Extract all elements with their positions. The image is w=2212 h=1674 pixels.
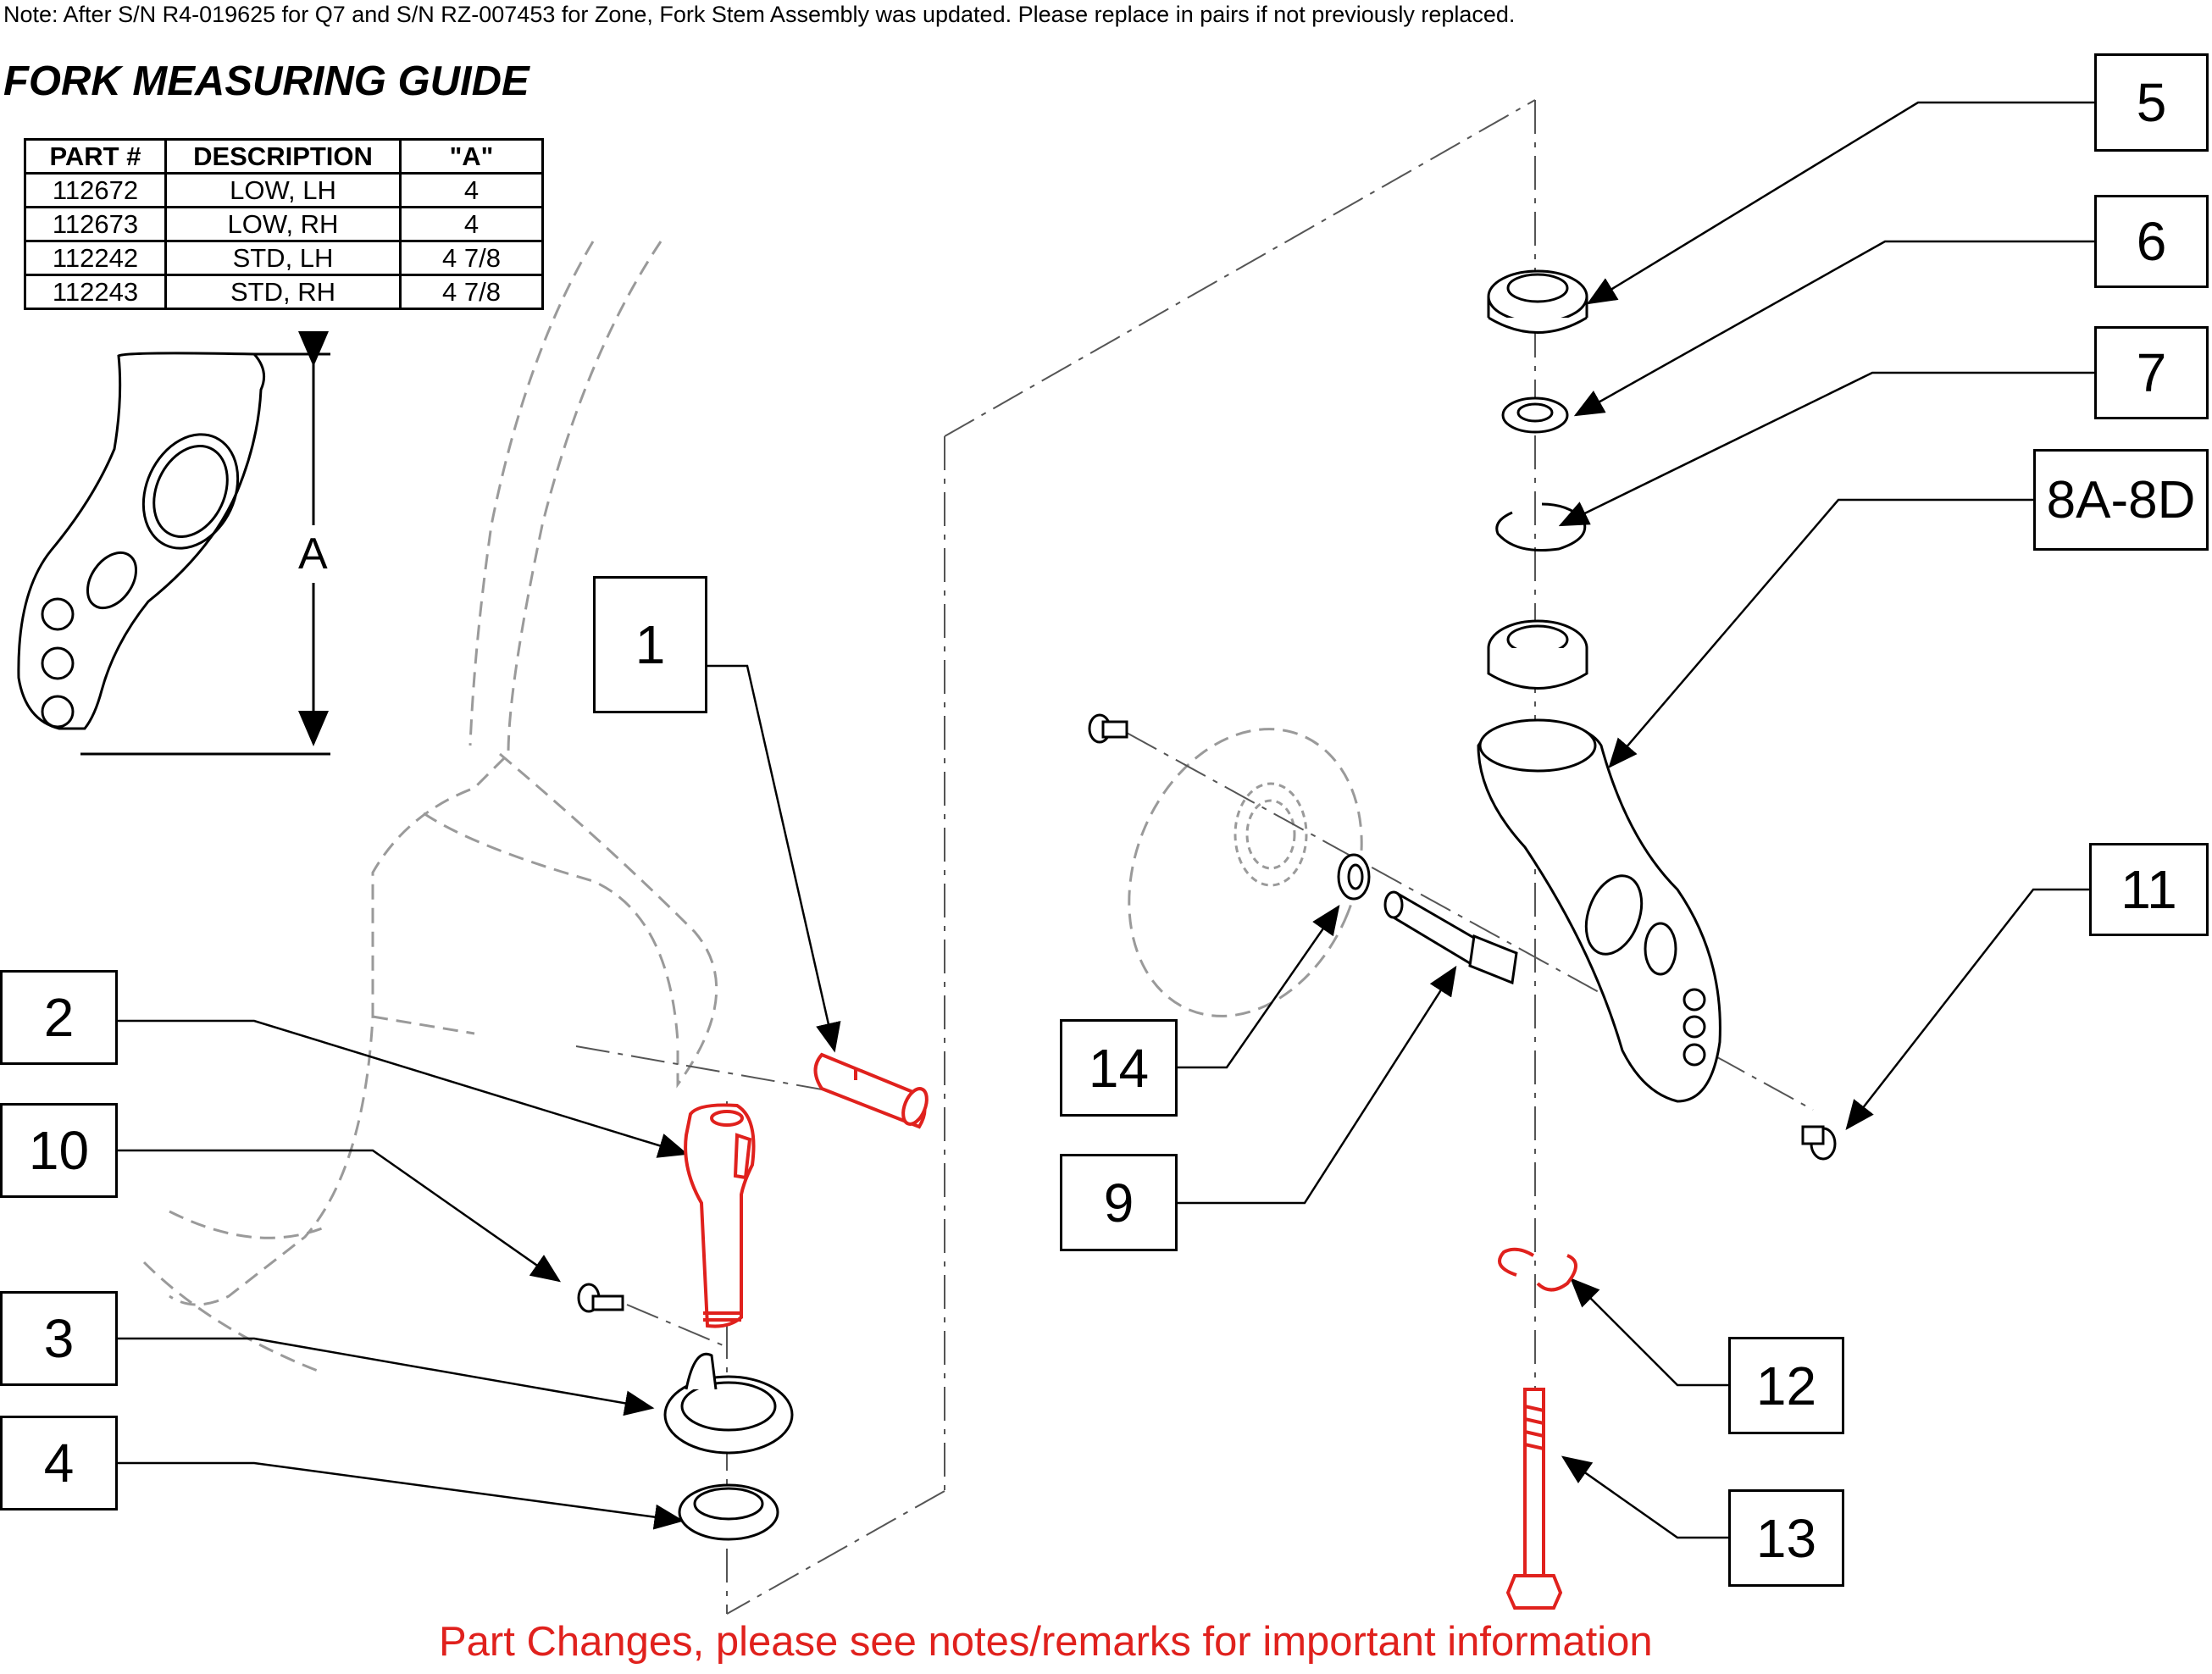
dimension-a-label: A [297,525,330,583]
callout-10: 10 [0,1103,118,1198]
description-cell: LOW, RH [164,206,402,242]
part-changes-notice: Part Changes, please see notes/remarks f… [439,1619,1653,1665]
callout-3: 3 [0,1291,118,1386]
callout-14: 14 [1060,1019,1178,1117]
wheel-bolt [1088,713,1128,744]
part-5-bearing [1487,269,1588,334]
callout-7: 7 [2094,326,2209,419]
column-header: PART # [24,138,167,175]
part-9-axle [1383,890,1518,985]
callout-4: 4 [0,1416,118,1510]
callout-2: 2 [0,970,118,1065]
part-14-washer [1337,853,1371,901]
part-6-spacer [1501,396,1569,434]
table-row: 112242 STD, LH 4 7/8 [24,240,544,276]
callout-5: 5 [2094,53,2209,152]
part-number-cell: 112243 [24,274,167,310]
part-13-bolt [1505,1388,1563,1610]
table-row: 112673 LOW, RH 4 [24,206,544,242]
table-row: 112243 STD, RH 4 7/8 [24,274,544,310]
part-number-cell: 112672 [24,172,167,208]
part-11-screw [1801,1125,1837,1161]
dimension-cell: 4 [399,172,544,208]
part-number-cell: 112242 [24,240,167,276]
part-12-e-clip [1498,1247,1577,1292]
callout-13: 13 [1728,1489,1844,1587]
fork-outline-drawing [17,331,330,756]
description-cell: STD, RH [164,274,402,310]
part-3-washer [663,1353,794,1455]
callout-8: 8A-8D [2033,449,2209,551]
part-2-stem [684,1103,756,1328]
leader-lines [118,101,2094,1539]
callout-12: 12 [1728,1337,1844,1434]
part-4-lock-ring [678,1483,779,1541]
dimension-cell: 4 7/8 [399,274,544,310]
callout-6: 6 [2094,195,2209,288]
callout-9: 9 [1060,1154,1178,1251]
part-7-snap-ring [1495,502,1587,552]
guide-title: FORK MEASURING GUIDE [3,58,529,104]
dimension-cell: 4 7/8 [399,240,544,276]
part-number-cell: 112673 [24,206,167,242]
part-1-sleeve [813,1052,929,1129]
description-cell: LOW, LH [164,172,402,208]
column-header: "A" [399,138,544,175]
part-8-fork [1477,619,1721,1103]
column-header: DESCRIPTION [164,138,402,175]
table-row: 112672 LOW, LH 4 [24,172,544,208]
dimension-cell: 4 [399,206,544,242]
measuring-table: PART # DESCRIPTION "A" 112672 LOW, LH 4 … [24,138,544,310]
ghost-frame [142,241,1363,1374]
callout-11: 11 [2089,843,2209,936]
description-cell: STD, LH [164,240,402,276]
callout-1: 1 [593,576,707,713]
service-note: Note: After S/N R4-019625 for Q7 and S/N… [3,2,1516,27]
part-10-screw [577,1283,624,1313]
table-header-row: PART # DESCRIPTION "A" [24,138,544,175]
